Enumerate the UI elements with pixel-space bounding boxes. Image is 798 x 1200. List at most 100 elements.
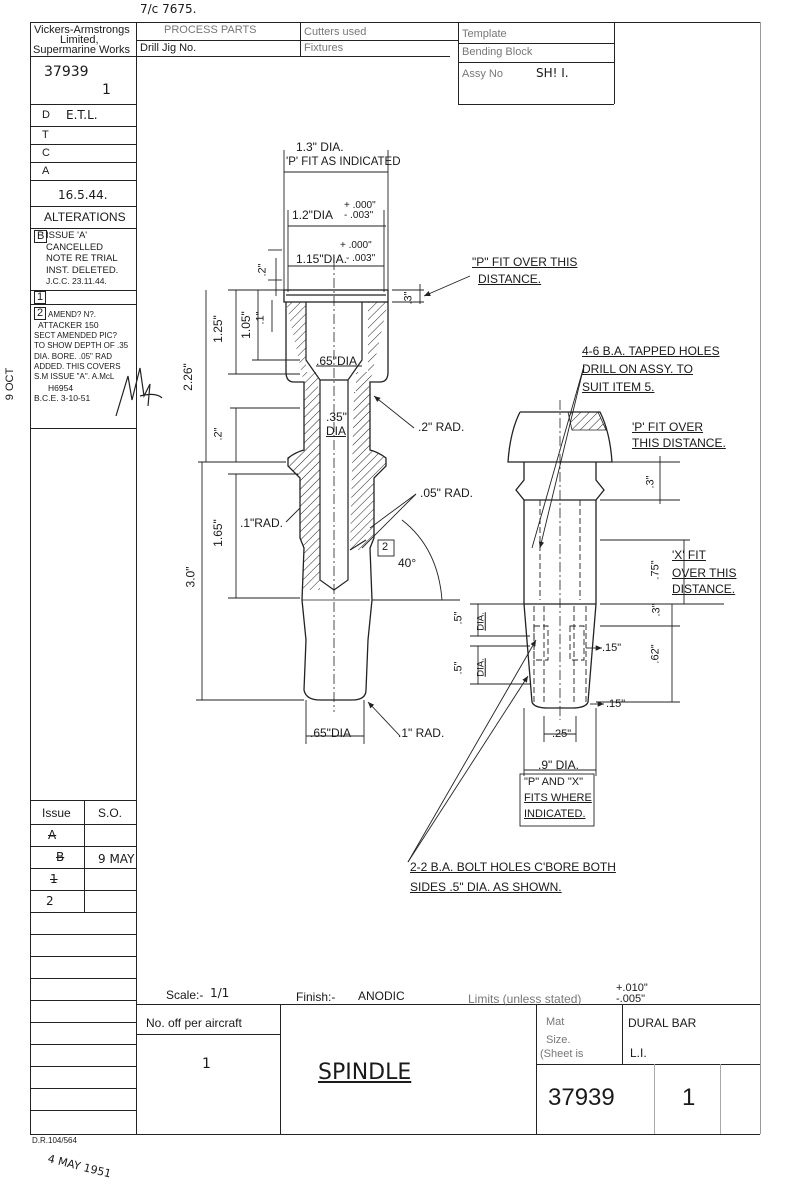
- title-issue: 1: [682, 1084, 696, 1111]
- header-drawing-no: 37939: [44, 64, 89, 80]
- issue-row: 2: [46, 894, 54, 908]
- sheet-value: L.I.: [630, 1046, 647, 1060]
- alt-b-line: J.C.C. 23.11.44.: [46, 276, 107, 286]
- issue-row: B: [56, 850, 65, 864]
- dim-1-2-tol-top: + .000": [344, 200, 376, 211]
- title-drawing-no: 37939: [548, 1084, 615, 1111]
- dim-0-65-dia-inner: .65"DIA: [316, 354, 357, 368]
- note-distance: DISTANCE.: [478, 272, 542, 286]
- dim-0-1-rad-bottom: .1" RAD.: [398, 726, 445, 740]
- alt-2-line: SECT AMENDED PIC?: [34, 330, 117, 340]
- note-tapped-2: DRILL ON ASSY. TO: [582, 362, 693, 376]
- dim-0-2b: .2": [212, 427, 225, 441]
- company-works: Supermarine Works: [33, 44, 130, 56]
- dim-0-5b-dia: DIA.: [475, 658, 487, 677]
- alt-2-line: S.M ISSUE "A". A.McL: [34, 372, 115, 382]
- form-ref: D.R.104/564: [32, 1136, 77, 1145]
- company-limited: Limited,: [60, 34, 99, 46]
- bottom-border: [30, 1134, 760, 1135]
- dim-0-62: .62": [649, 644, 662, 664]
- limits-label: Limits (unless stated): [468, 992, 582, 1006]
- note-px-1: "P" AND "X": [524, 776, 584, 788]
- top-border: [30, 22, 760, 23]
- assy-no-value: SH! I.: [536, 66, 569, 80]
- finish-label: Finish:-: [296, 990, 336, 1004]
- dim-0-05-rad: .05" RAD.: [420, 486, 473, 500]
- part-title: SPINDLE: [318, 1060, 412, 1085]
- alt-b-line: ISSUE 'A': [46, 230, 88, 241]
- note-px-3: INDICATED.: [524, 808, 586, 820]
- alt-2-line: AMEND? N?.: [48, 310, 97, 319]
- dim-0-75: .75": [649, 560, 662, 580]
- note-px-2: FITS WHERE: [524, 792, 592, 804]
- dim-1-05: 1.05": [238, 311, 253, 339]
- left-column-border: [136, 22, 137, 1134]
- leaders: [285, 275, 471, 737]
- right-border: [760, 22, 761, 1134]
- process-parts-label: PROCESS PARTS: [164, 24, 257, 36]
- dim-1-15-dia: 1.15"DIA.: [296, 252, 347, 266]
- dim-0-15a: .15": [602, 642, 622, 654]
- dim-1-15-tol-bottom: - .003": [346, 253, 376, 264]
- alt-b-letter: B: [34, 230, 48, 243]
- note-over-this: OVER THIS: [672, 566, 737, 580]
- side-hatch: [567, 411, 607, 431]
- a-label: A: [42, 165, 50, 177]
- dim-0-15b: .15": [606, 698, 626, 710]
- alt-2-letter: 2: [34, 307, 47, 320]
- mat-label: Mat: [546, 1016, 565, 1028]
- note-tapped-1: 4-6 B.A. TAPPED HOLES: [582, 344, 720, 358]
- company-name: Vickers-Armstrongs: [34, 24, 130, 36]
- no-off-label: No. off per aircraft: [146, 1016, 242, 1030]
- cutters-used-label: Cutters used: [304, 26, 367, 38]
- dim-1-2-dia: 1.2"DIA: [292, 208, 333, 222]
- hatch-left: [286, 302, 320, 590]
- dim-0-1: .1": [254, 311, 267, 325]
- note-x-fit: 'X' FIT: [672, 548, 706, 562]
- template-label: Template: [462, 28, 507, 40]
- limits-minus: -.005": [616, 993, 645, 1005]
- dim-0-1-rad: .1"RAD.: [240, 516, 283, 530]
- dim-1-3-dia: 1.3" DIA.: [296, 140, 344, 154]
- fixtures-label: Fixtures: [304, 42, 344, 54]
- mat-value: DURAL BAR: [628, 1016, 697, 1030]
- angle-marker: 2: [382, 541, 389, 553]
- alt-b-line: NOTE RE TRIAL: [46, 253, 118, 264]
- issue-row-so: 9 MAY: [98, 852, 135, 866]
- dim-1-2-tol-bottom: - .003": [344, 210, 374, 221]
- left-border: [30, 22, 31, 1134]
- alt-2-line: ATTACKER 150: [38, 320, 99, 331]
- signature: [115, 367, 163, 417]
- dim-0-5a: .5": [452, 611, 465, 625]
- note-bolt-1: 2-2 B.A. BOLT HOLES C'BORE BOTH: [410, 860, 616, 874]
- assy-no-label: Assy No: [462, 68, 503, 80]
- dim-0-3: .3": [402, 291, 415, 305]
- d-label: D: [42, 109, 50, 121]
- alt-2-line: DIA. BORE. .05" RAD: [34, 351, 112, 361]
- dim-0-65-dia-bottom: .65"DIA: [310, 726, 351, 740]
- dim-0-2: .2": [256, 263, 269, 277]
- dim-0-5b: .5": [452, 661, 465, 675]
- alt-2-note: AMEND? N?. ATTACKER 150 SECT AMENDED PIC…: [34, 310, 128, 404]
- drill-jig-label: Drill Jig No.: [140, 42, 197, 54]
- alt-2-line: TO SHOW DEPTH OF .35: [34, 341, 129, 351]
- alt-2-line: B.C.E. 3-10-51: [34, 393, 91, 404]
- scale-value: 1/1: [210, 986, 230, 1000]
- note-this-distance: THIS DISTANCE.: [632, 436, 726, 450]
- dim-2-26: 2.26": [180, 363, 195, 391]
- note-p-fit-over: "P" FIT OVER THIS: [472, 255, 578, 269]
- note-tapped-3: SUIT ITEM 5.: [582, 380, 655, 394]
- d-value: E.T.L.: [66, 108, 98, 122]
- no-off-value: 1: [202, 1056, 211, 1072]
- top-note: 7/c 7675.: [140, 2, 197, 16]
- date-value: 16.5.44.: [58, 188, 108, 202]
- dim-3-0: 3.0": [183, 566, 198, 588]
- note-p-fit-over-2: 'P' FIT OVER: [632, 420, 704, 434]
- alt-2-line: H6954: [48, 382, 74, 393]
- finish-value: ANODIC: [358, 989, 405, 1003]
- dim-0-3b: .3": [644, 475, 657, 489]
- dim-0-3c: .3": [650, 603, 663, 617]
- dim-0-9-dia: .9" DIA.: [538, 758, 579, 772]
- note-x-distance: DISTANCE.: [672, 582, 736, 596]
